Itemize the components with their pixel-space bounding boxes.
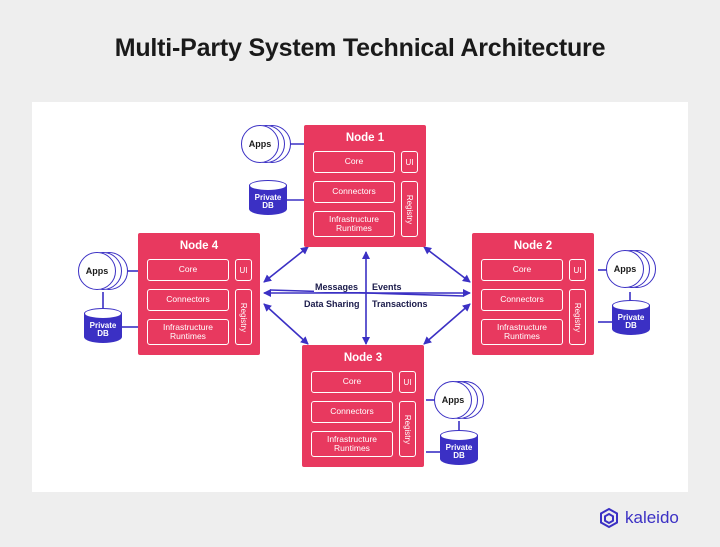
label-transactions: Transactions [371, 299, 429, 309]
line-node2-node3 [423, 303, 471, 345]
brand-name: kaleido [625, 508, 679, 527]
infra-line2: Runtimes [170, 331, 206, 341]
brand-logo: kaleido [598, 507, 679, 529]
connectors-box: Connectors [481, 289, 563, 311]
kaleido-logo-icon [600, 507, 618, 529]
node-title: Node 3 [343, 352, 383, 364]
apps-label: Apps [606, 250, 644, 288]
apps-node-3: Apps [434, 381, 492, 421]
core-box: Core [147, 259, 229, 281]
db-line2: DB [625, 321, 637, 331]
connectors-box: Connectors [147, 289, 229, 311]
node-title: Node 4 [179, 240, 219, 252]
core-box: Core [481, 259, 563, 281]
page-title: Multi-Party System Technical Architectur… [114, 34, 606, 62]
ui-box: UI [235, 259, 252, 281]
line-node1-node2 [423, 246, 471, 283]
registry-label: Registry [239, 302, 248, 332]
label-data-sharing: Data Sharing [303, 299, 361, 309]
registry-box: Registry [399, 401, 416, 457]
infra-line1: Infrastructure [496, 321, 548, 332]
registry-label: Registry [405, 194, 414, 224]
registry-label: Registry [403, 414, 412, 444]
infra-line1: Infrastructure [162, 321, 214, 332]
connectors-box: Connectors [313, 181, 395, 203]
db-line2: DB [453, 451, 465, 461]
line-node1-node4 [263, 246, 309, 283]
db-line1: Private [445, 443, 473, 452]
core-box: Core [311, 371, 393, 393]
node-title: Node 2 [513, 240, 553, 252]
connectors-box: Connectors [311, 401, 393, 423]
label-events: Events [371, 282, 403, 292]
line-node4-node3 [263, 303, 309, 345]
apps-label: Apps [78, 252, 116, 290]
ui-box: UI [399, 371, 416, 393]
infra-line1: Infrastructure [326, 433, 378, 444]
registry-box: Registry [569, 289, 586, 345]
apps-node-1: Apps [241, 125, 299, 165]
registry-label: Registry [573, 302, 582, 332]
infra-line1: Infrastructure [328, 213, 380, 224]
db-line1: Private [254, 193, 282, 202]
db-line1: Private [89, 321, 117, 330]
infra-line2: Runtimes [504, 331, 540, 341]
db-line2: DB [97, 329, 109, 339]
db-line1: Private [617, 313, 645, 322]
line-node4-node2-upper [269, 289, 465, 297]
apps-label: Apps [434, 381, 472, 419]
registry-box: Registry [401, 181, 418, 237]
apps-node-4: Apps [78, 252, 136, 292]
registry-box: Registry [235, 289, 252, 345]
infra-line2: Runtimes [336, 223, 372, 233]
apps-label: Apps [241, 125, 279, 163]
label-messages: Messages [314, 282, 360, 292]
ui-box: UI [569, 259, 586, 281]
apps-node-2: Apps [606, 250, 664, 290]
infra-line2: Runtimes [334, 443, 370, 453]
ui-box: UI [401, 151, 418, 173]
db-line2: DB [262, 201, 274, 211]
node-title: Node 1 [345, 132, 385, 144]
core-box: Core [313, 151, 395, 173]
